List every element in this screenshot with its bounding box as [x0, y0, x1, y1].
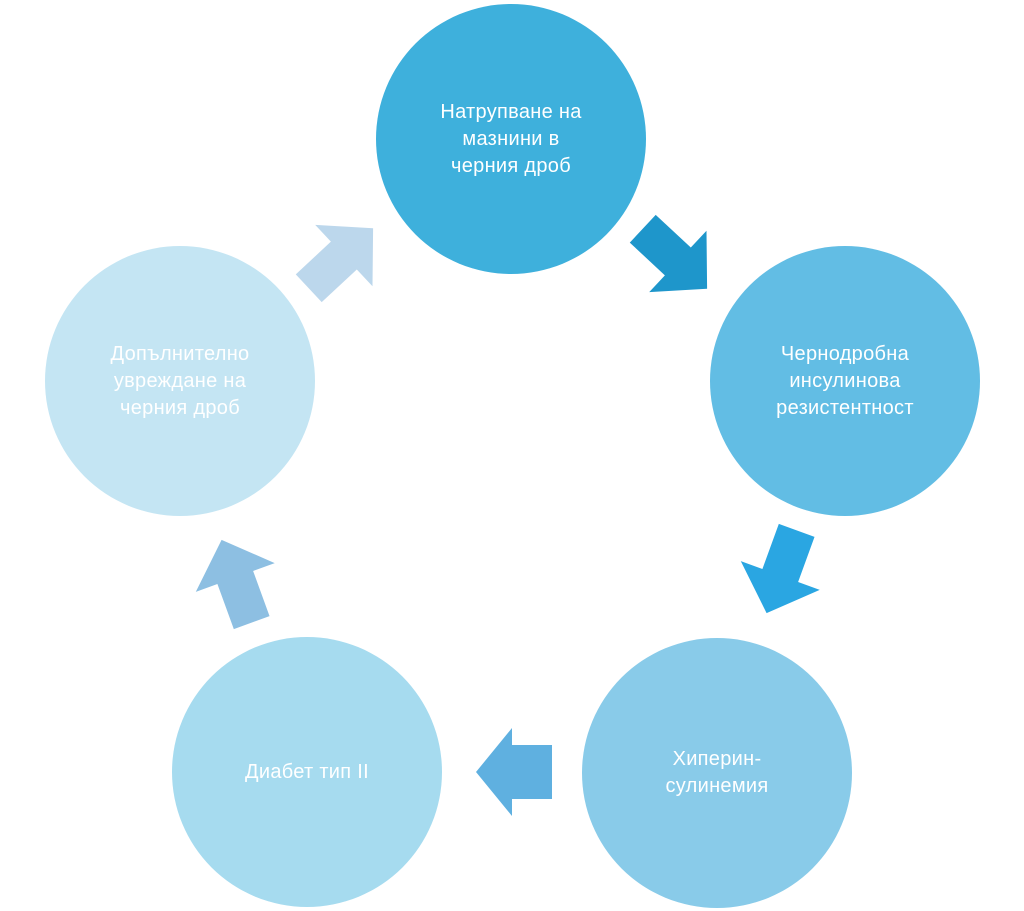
node-insulin-resistance: Чернодробна инсулинова резистентност: [710, 246, 980, 516]
node-liver-damage: Допълнително увреждане на черния дроб: [45, 246, 315, 516]
arrow-1-to-2: [629, 214, 708, 293]
node-label-insulin-resistance: Чернодробна инсулинова резистентност: [776, 342, 914, 419]
arrow-3-to-4: [476, 728, 552, 816]
node-fat-accumulation: Натрупване на мазнини в черния дроб: [376, 4, 646, 274]
node-hyperinsulinemia: Хиперин- сулинемия: [582, 638, 852, 908]
node-label-diabetes-type-2: Диабет тип II: [245, 760, 369, 783]
node-label-liver-damage: Допълнително увреждане на черния дроб: [110, 342, 250, 419]
arrow-4-to-5: [195, 539, 275, 630]
arrow-2-to-3: [740, 523, 820, 614]
arrow-5-to-1: [295, 224, 374, 303]
node-label-fat-accumulation: Натрупване на мазнини в черния дроб: [440, 100, 582, 177]
node-label-hyperinsulinemia: Хиперин- сулинемия: [665, 748, 769, 797]
node-diabetes-type-2: Диабет тип II: [172, 637, 442, 907]
